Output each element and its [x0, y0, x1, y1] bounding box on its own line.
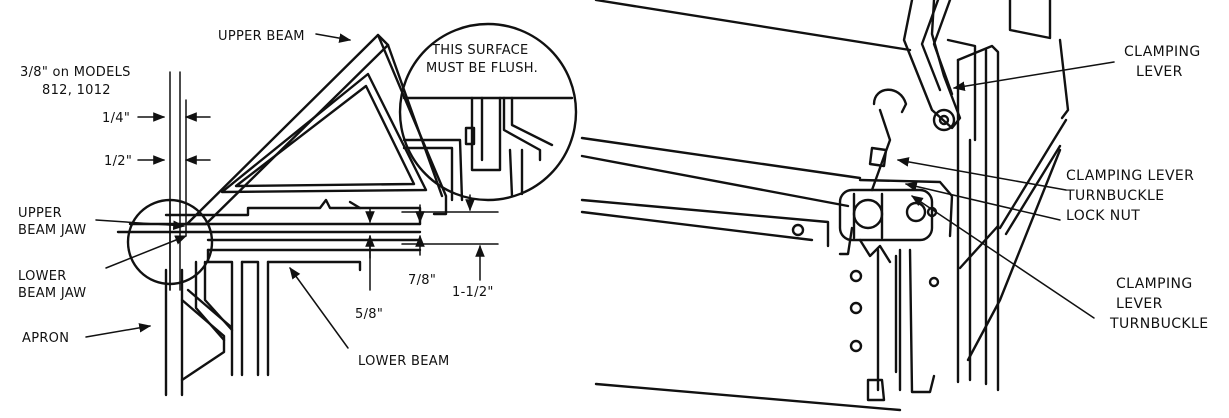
leader-lines: [85, 33, 352, 349]
label-lock-nut-3: LOCK NUT: [1066, 208, 1140, 224]
label-half-inch: 1/2": [104, 154, 132, 169]
label-lock-nut-2: TURNBUCKLE: [1065, 188, 1164, 204]
label-lock-nut-1: CLAMPING LEVER: [1066, 168, 1194, 184]
dimension-marks: [137, 112, 499, 291]
label-upper-beam-jaw-2: BEAM JAW: [18, 223, 86, 238]
label-apron: APRON: [22, 331, 69, 346]
upper-frame: [920, 0, 1070, 120]
clamping-lever-shape: [902, 0, 977, 142]
label-turnbuckle-2: LEVER: [1116, 296, 1163, 312]
label-turnbuckle-3: TURNBUCKLE: [1109, 316, 1208, 332]
upper-beam-shape: [185, 33, 448, 226]
label-upper-beam: UPPER BEAM: [218, 29, 305, 44]
label-lower-beam: LOWER BEAM: [358, 354, 450, 369]
label-surface-line1: THIS SURFACE: [431, 43, 529, 58]
reference-lines: [169, 71, 187, 291]
label-upper-beam-jaw-1: UPPER: [18, 206, 62, 221]
hinge-assembly: [838, 88, 954, 402]
lower-beam-shape: [194, 248, 362, 377]
main-column: [956, 44, 1068, 392]
label-surface-line2: MUST BE FLUSH.: [426, 61, 538, 76]
label-five-eighths: 5/8": [355, 307, 383, 322]
label-models-line1: 3/8" on MODELS: [20, 65, 131, 80]
label-clamping-lever-1: CLAMPING: [1124, 44, 1201, 60]
right-diagram: CLAMPING LEVER CLAMPING LEVER TURNBUCKLE…: [580, 0, 1208, 412]
right-leader-lines: [896, 61, 1115, 319]
apron-shape: [164, 268, 232, 397]
label-turnbuckle-1: CLAMPING: [1116, 276, 1193, 292]
label-models-line2: 812, 1012: [42, 83, 111, 98]
flush-surface-detail: [398, 22, 578, 202]
label-lower-beam-jaw-2: BEAM JAW: [18, 286, 86, 301]
label-one-and-half: 1-1/2": [452, 285, 494, 300]
left-diagram: UPPER BEAM 3/8" on MODELS 812, 1012 1/4"…: [18, 22, 578, 397]
label-quarter-inch: 1/4": [102, 111, 130, 126]
label-seven-eighths: 7/8": [408, 273, 436, 288]
label-lower-beam-jaw-1: LOWER: [18, 269, 67, 284]
rails: [580, 0, 912, 412]
label-clamping-lever-2: LEVER: [1136, 64, 1183, 80]
